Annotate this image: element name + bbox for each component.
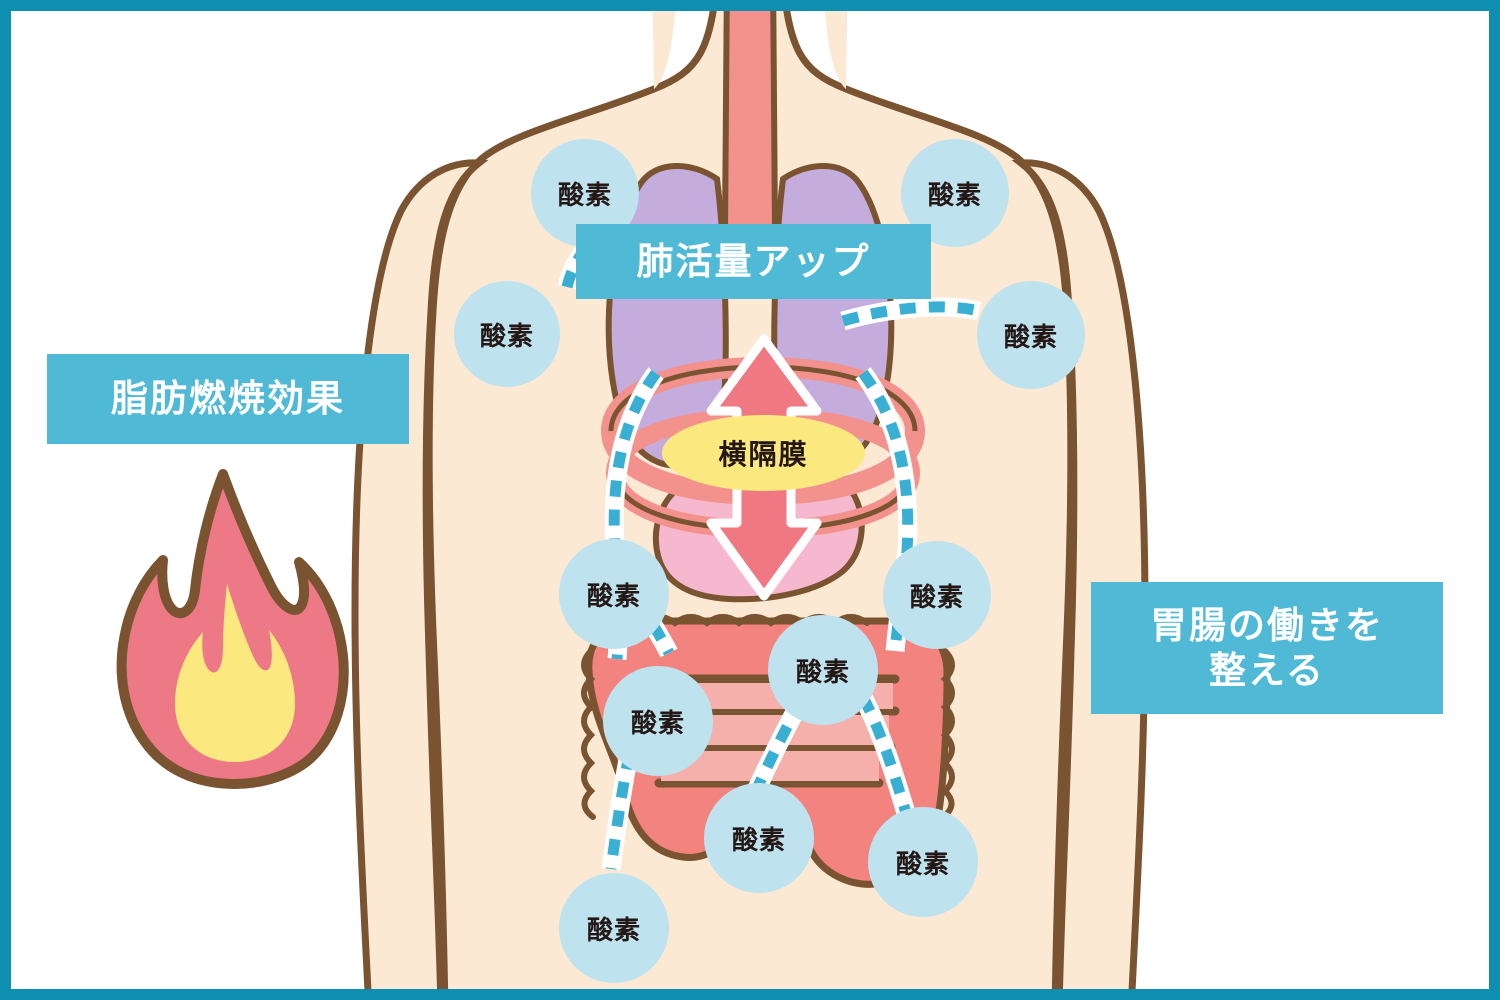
banner-lung-capacity-label: 肺活量アップ: [636, 240, 871, 282]
diaphragm-label-text: 横隔膜: [718, 439, 809, 470]
o2-rib-left: 酸素: [454, 281, 560, 387]
o2-pelvis-left: 酸素: [559, 873, 669, 983]
flame-icon: [116, 469, 349, 789]
oxygen-bubble-label: 酸素: [895, 848, 950, 879]
banner-lung-capacity[interactable]: 肺活量アップ: [576, 224, 931, 299]
oxygen-bubble-label: 酸素: [586, 914, 641, 945]
diaphragm-label: 横隔膜: [662, 415, 865, 491]
banner-fat-burning[interactable]: 脂肪燃焼効果: [47, 354, 409, 444]
o2-lower-center: 酸素: [704, 783, 814, 893]
o2-upper-abdomen-left: 酸素: [559, 539, 669, 649]
oxygen-bubble-label: 酸素: [731, 824, 786, 855]
oxygen-bubble-label: 酸素: [630, 707, 685, 738]
banner-gut-function-line1: 胃腸の働きを: [1150, 604, 1384, 646]
o2-lower-right: 酸素: [868, 807, 978, 917]
banner-gut-function-line2: 整える: [1209, 650, 1325, 691]
oxygen-bubble-label: 酸素: [1003, 321, 1058, 352]
oxygen-bubble-label: 酸素: [795, 656, 850, 687]
oxygen-bubble-label: 酸素: [909, 581, 964, 612]
o2-colon-left: 酸素: [603, 666, 713, 776]
o2-rib-right: 酸素: [977, 281, 1085, 389]
o2-mid-abdomen: 酸素: [768, 615, 878, 725]
o2-upper-abdomen-right: 酸素: [883, 541, 991, 649]
banner-fat-burning-label: 脂肪燃焼効果: [111, 378, 345, 420]
oxygen-bubble-label: 酸素: [586, 580, 641, 611]
oxygen-bubble-label: 酸素: [479, 320, 534, 351]
oxygen-bubble-label: 酸素: [557, 179, 612, 210]
banner-gut-function[interactable]: 胃腸の働きを 整える: [1091, 582, 1443, 714]
oxygen-bubble-label: 酸素: [927, 179, 982, 210]
